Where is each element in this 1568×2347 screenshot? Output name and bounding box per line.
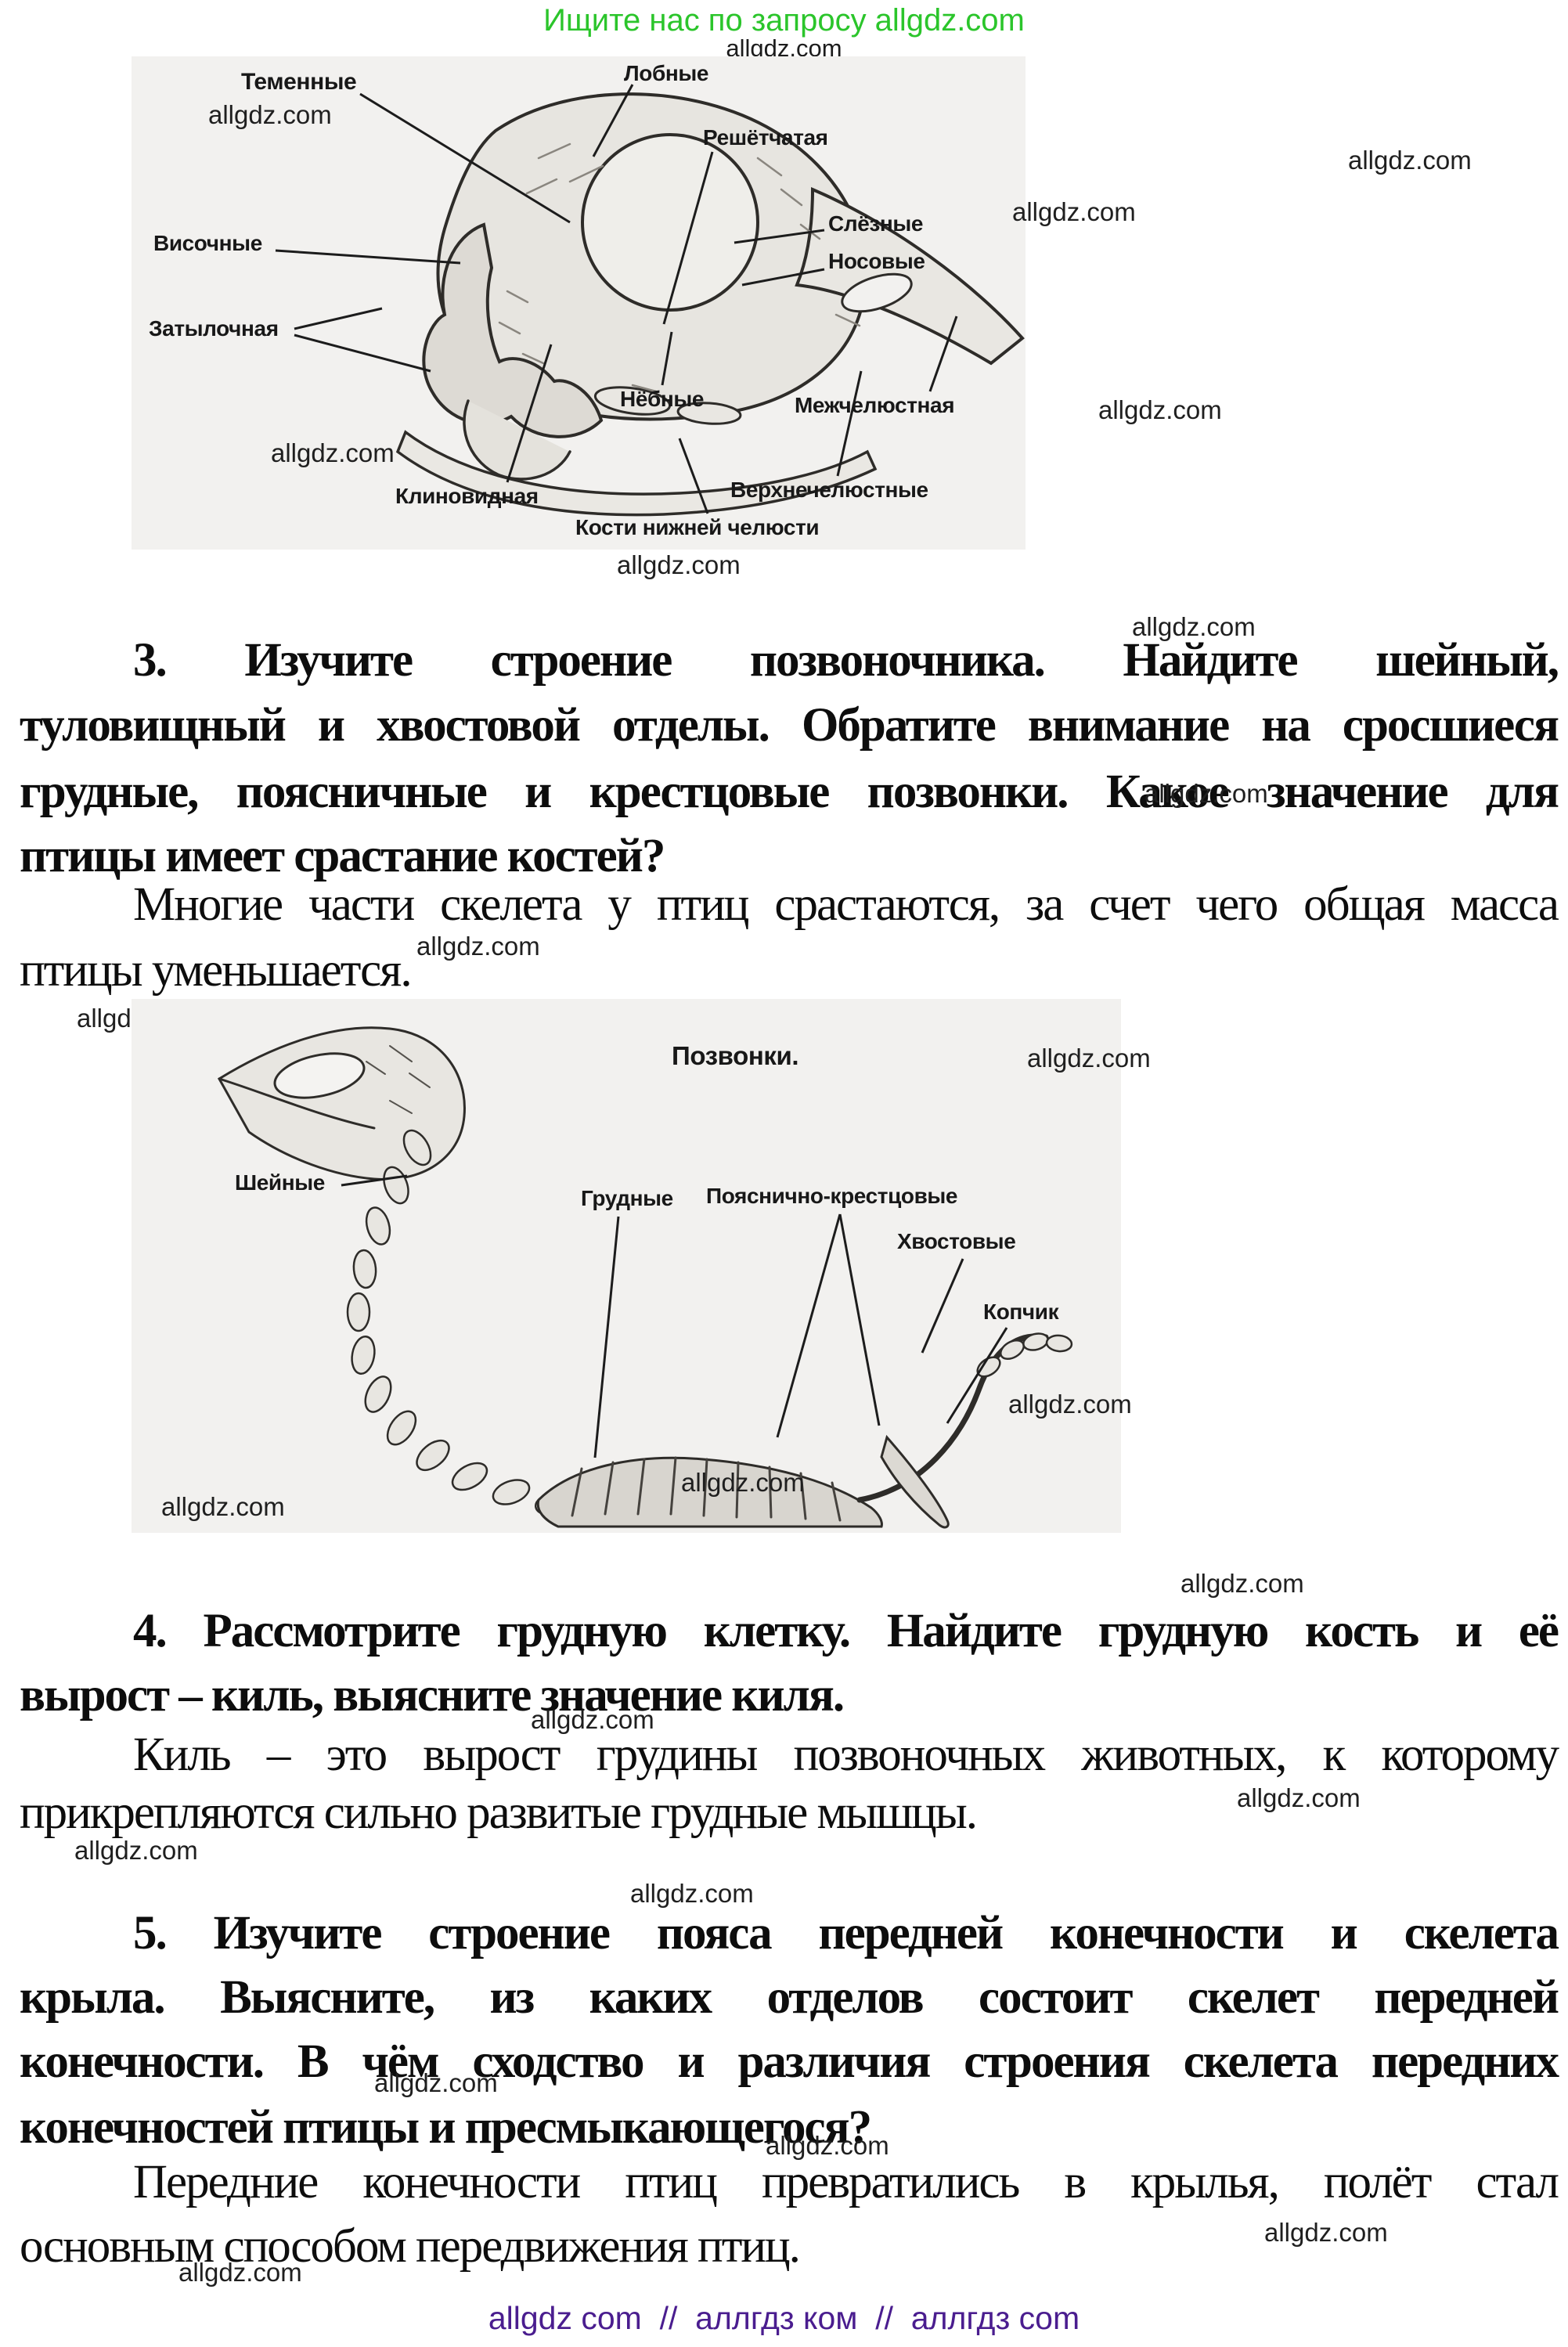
task3-line: грудные, поясничные и крестцовые позвонк…	[20, 766, 1559, 818]
fig1-label-parietal: Теменные	[241, 69, 357, 95]
task5-line: 5. Изучите строение пояса передней конеч…	[133, 1907, 1559, 1959]
watermark: allgdz.com	[1181, 1569, 1304, 1598]
watermark: allgdz.com	[630, 1879, 754, 1908]
answer4-line: Киль – это вырост грудины позвоночных жи…	[133, 1729, 1559, 1781]
watermark: allgdz.com	[1012, 197, 1136, 226]
promo-header: Ищите нас по запросу allgdz.com	[543, 3, 1025, 38]
watermark: allgdz.com	[1027, 1044, 1151, 1073]
watermark: allgdz.com	[416, 932, 540, 961]
watermark: allgdz.com	[1237, 1783, 1361, 1812]
task5-line: конечностей птицы и пресмыкающегося?	[20, 2101, 872, 2154]
fig2-title: Позвонки.	[672, 1041, 799, 1070]
fig1-label-temporal: Височные	[153, 231, 262, 255]
task5-line: конечности. В чём сходство и различия ст…	[20, 2035, 1559, 2088]
fig2-label-caudal: Хвостовые	[897, 1229, 1016, 1253]
task4-line: вырост – киль, выясните значение киля.	[20, 1669, 845, 1721]
fig1-label-ethmoid: Решётчатая	[703, 125, 828, 150]
leader-lines	[341, 1174, 1008, 1458]
watermark: allgdz.com	[74, 1836, 198, 1865]
watermark: allgdz.com	[1264, 2218, 1388, 2247]
leader-lines	[275, 84, 958, 514]
fig1-label-sphenoid: Клиновидная	[395, 484, 539, 508]
watermark: allgdz.com	[1144, 779, 1268, 808]
footer-links: allgdz com // аллгдз ком // аллгдз com	[488, 2300, 1080, 2336]
figure-bird-spine	[132, 999, 1121, 1533]
fig1-label-maxilla: Верхнечелюстные	[730, 478, 928, 502]
fig1-label-lacrimal: Слёзные	[828, 211, 924, 236]
task3-line: 3. Изучите строение позвоночника. Найдит…	[133, 634, 1559, 687]
fig1-label-occipital: Затылочная	[149, 316, 279, 341]
watermark: allgdz.com	[766, 2131, 889, 2160]
fig2-label-cervical: Шейные	[235, 1170, 325, 1195]
skull-drawing	[275, 84, 1025, 517]
task5-line: крыла. Выясните, из каких отделов состои…	[20, 1971, 1559, 2024]
answer4-line: прикрепляются сильно развитые грудные мы…	[20, 1786, 978, 1839]
watermark: allgdz.com	[1132, 612, 1256, 641]
watermark: allgdz.com	[1098, 395, 1222, 424]
watermark: allgdz.com	[271, 438, 395, 467]
spine-drawing	[217, 1026, 1073, 1529]
watermark: allgdz.com	[161, 1492, 285, 1521]
watermark: allgdz.com	[531, 1705, 654, 1734]
fig2-label-pygostyle: Копчик	[983, 1300, 1059, 1324]
answer5-line: основным способом передвижения птиц.	[20, 2220, 801, 2273]
watermark: allgdz.com	[208, 100, 332, 129]
task4-line: 4. Рассмотрите грудную клетку. Найдите г…	[133, 1605, 1559, 1657]
watermark: allgdz.com	[178, 2258, 302, 2287]
watermark: allgdz.com	[1008, 1390, 1132, 1419]
task3-line: птицы имеет срастание костей?	[20, 830, 665, 882]
fig2-label-lumbosacral: Пояснично-крестцовые	[706, 1184, 958, 1208]
fig1-label-premaxilla: Межчелюстная	[795, 393, 955, 417]
answer3-line: птицы уменьшается.	[20, 944, 413, 997]
task3-line: туловищный и хвостовой отделы. Обратите …	[20, 699, 1559, 752]
watermark: allgdz.com	[374, 2068, 498, 2097]
watermark: allgdz.com	[681, 1468, 805, 1497]
answer3-line: Многие части скелета у птиц срастаются, …	[133, 878, 1559, 931]
answer5-line: Передние конечности птиц превратились в …	[133, 2156, 1559, 2208]
fig1-label-frontal: Лобные	[624, 61, 709, 85]
fig1-label-nasal: Носовые	[828, 249, 925, 273]
watermark: allgdz.com	[1348, 146, 1472, 175]
fig2-label-thoracic: Грудные	[581, 1186, 673, 1210]
watermark: allgdz.com	[617, 550, 741, 579]
figure-bird-skull	[132, 56, 1026, 550]
fig1-label-palatine: Нёбные	[620, 387, 705, 411]
fig1-label-lower-jaw: Кости нижней челюсти	[575, 515, 820, 539]
